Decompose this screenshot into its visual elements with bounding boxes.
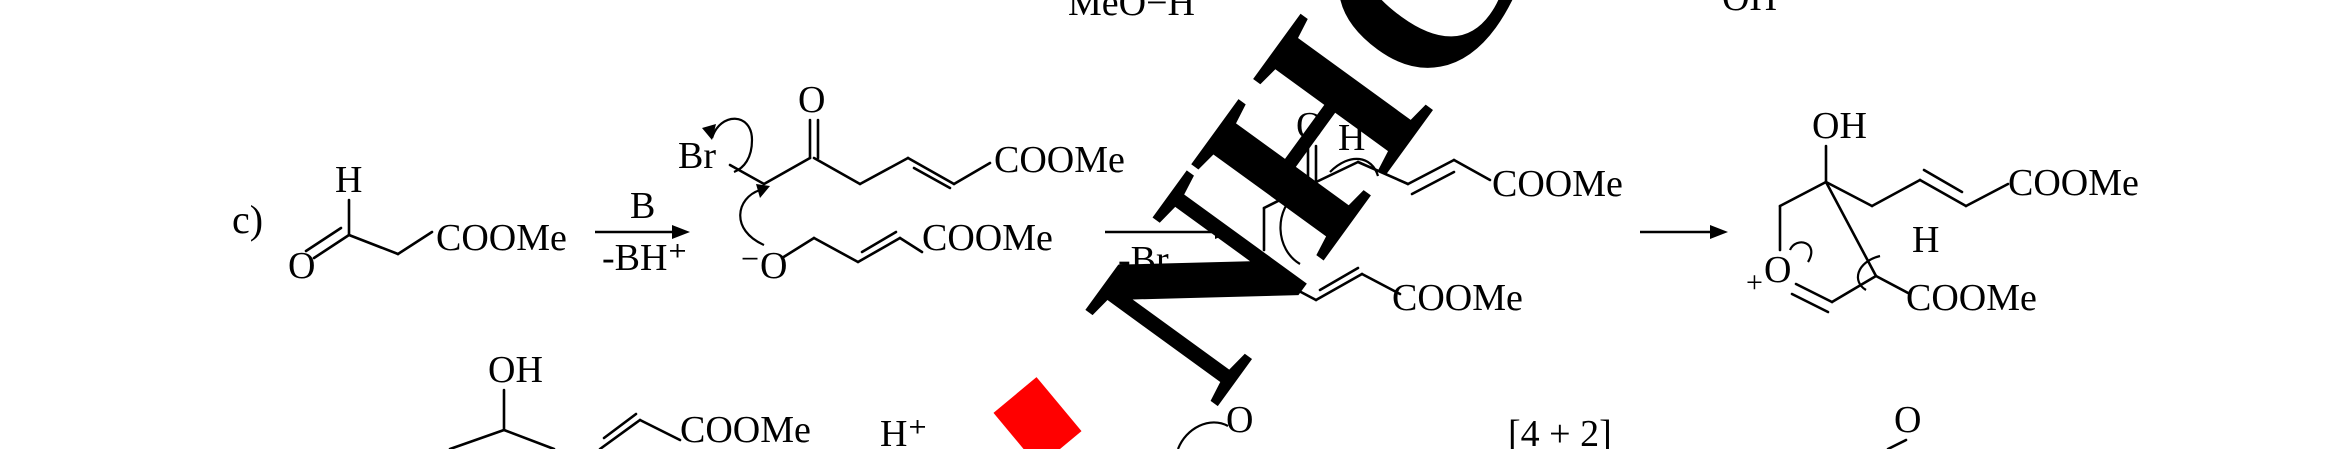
ch2-bond <box>347 233 400 256</box>
methanol-label: MeO−H <box>1068 0 1195 24</box>
intermediate-2: O H⁺ COOMe O COOMe <box>1250 105 1623 319</box>
h-plus-label: H⁺ <box>1338 117 1386 159</box>
o-atom-mid: O <box>1226 399 1253 441</box>
enolate-bond-2 <box>812 236 860 264</box>
ring-o-atom: O <box>1250 249 1277 291</box>
c-br-bond <box>728 163 766 186</box>
watermark: NHC <box>993 0 1586 449</box>
ester-group-2: COOMe <box>922 217 1053 259</box>
ester-group-2: COOMe <box>1906 277 2037 319</box>
ring-bond-1 <box>1262 182 1314 210</box>
c-o-double-bond-a <box>312 233 351 260</box>
enolate-ester-bond <box>898 236 924 254</box>
curly-arrow-attack <box>1279 189 1301 265</box>
cycloaddition-label: [4 + 2] <box>1508 413 1612 449</box>
starting-aldehyde: H O COOMe <box>288 159 567 287</box>
ketone-o-atom: O <box>1296 105 1323 147</box>
hydroxyl-label: OH <box>1722 0 1777 19</box>
chain-bond-1 <box>812 156 862 186</box>
ester-group: COOMe <box>436 217 567 259</box>
alkene-bond <box>906 156 956 186</box>
alkene-bond-2 <box>912 166 952 190</box>
curly-arrow-br <box>710 117 754 174</box>
intermediate-1: Br O COOMe ⁻O COOMe <box>678 79 1125 287</box>
alpha-c-bond <box>762 156 812 186</box>
hydroxyl-label: OH <box>1812 105 1867 147</box>
enolate-alkene-2 <box>860 230 898 254</box>
ester-group: COOMe <box>680 409 811 449</box>
enolate-alkene <box>856 236 902 264</box>
c-o-double-bond-b <box>304 226 343 253</box>
ester-group: COOMe <box>994 139 1125 181</box>
leaving-group-label: -Br <box>1118 239 1169 281</box>
enolate-o-atom: ⁻O <box>740 245 788 287</box>
watermark-text: NHC <box>1035 0 1586 442</box>
h-plus-label: H⁺ <box>880 413 928 449</box>
curly-arrow-enolate <box>739 188 765 247</box>
lone-pair <box>1259 287 1265 293</box>
ester-group: COOMe <box>1492 163 1623 205</box>
o-atom-right: O <box>1894 399 1921 441</box>
watermark-stroke <box>993 377 1082 449</box>
oxocarbenium-product: OH COOMe + O H COOMe <box>1746 105 2139 319</box>
curly-arrow-2 <box>1856 254 1881 291</box>
row-d-partial: OH COOMe H⁺ O [4 + 2] O <box>448 349 1921 449</box>
ester-group-2: COOMe <box>1392 277 1523 319</box>
curly-arrow-proton <box>1329 157 1380 177</box>
byproduct-label: -BH⁺ <box>602 237 688 279</box>
chain-bond-2 <box>858 156 910 186</box>
row-label: c) <box>232 197 263 242</box>
positive-charge: + <box>1746 266 1763 299</box>
hydroxyl-label: OH <box>488 349 543 391</box>
arrowhead <box>1215 225 1233 239</box>
top-fragment: MeO−H OH <box>1068 0 1777 24</box>
h-atom: H <box>1912 219 1939 261</box>
curly-arrow-1 <box>1788 241 1813 263</box>
base-label: B <box>630 185 655 227</box>
reaction-arrow-3 <box>1640 225 1728 239</box>
reaction-arrow-2: -Br <box>1105 225 1233 281</box>
ester-group: COOMe <box>2008 162 2139 204</box>
row-c: c) H O COOMe B -BH⁺ Br O <box>232 79 2139 319</box>
ketone-o-atom: O <box>798 79 825 121</box>
aldehyde-o-atom: O <box>288 245 315 287</box>
reaction-arrow-1: B -BH⁺ <box>595 185 690 279</box>
enolate-bond-1 <box>780 236 816 260</box>
bromine-atom: Br <box>678 135 716 177</box>
arrowhead <box>1710 225 1728 239</box>
ester-bond <box>952 161 992 186</box>
arrowhead <box>672 225 690 239</box>
ch2-ester-bond <box>396 230 434 256</box>
ring-o-atom: O <box>1764 249 1791 291</box>
aldehyde-h-atom: H <box>335 159 362 201</box>
